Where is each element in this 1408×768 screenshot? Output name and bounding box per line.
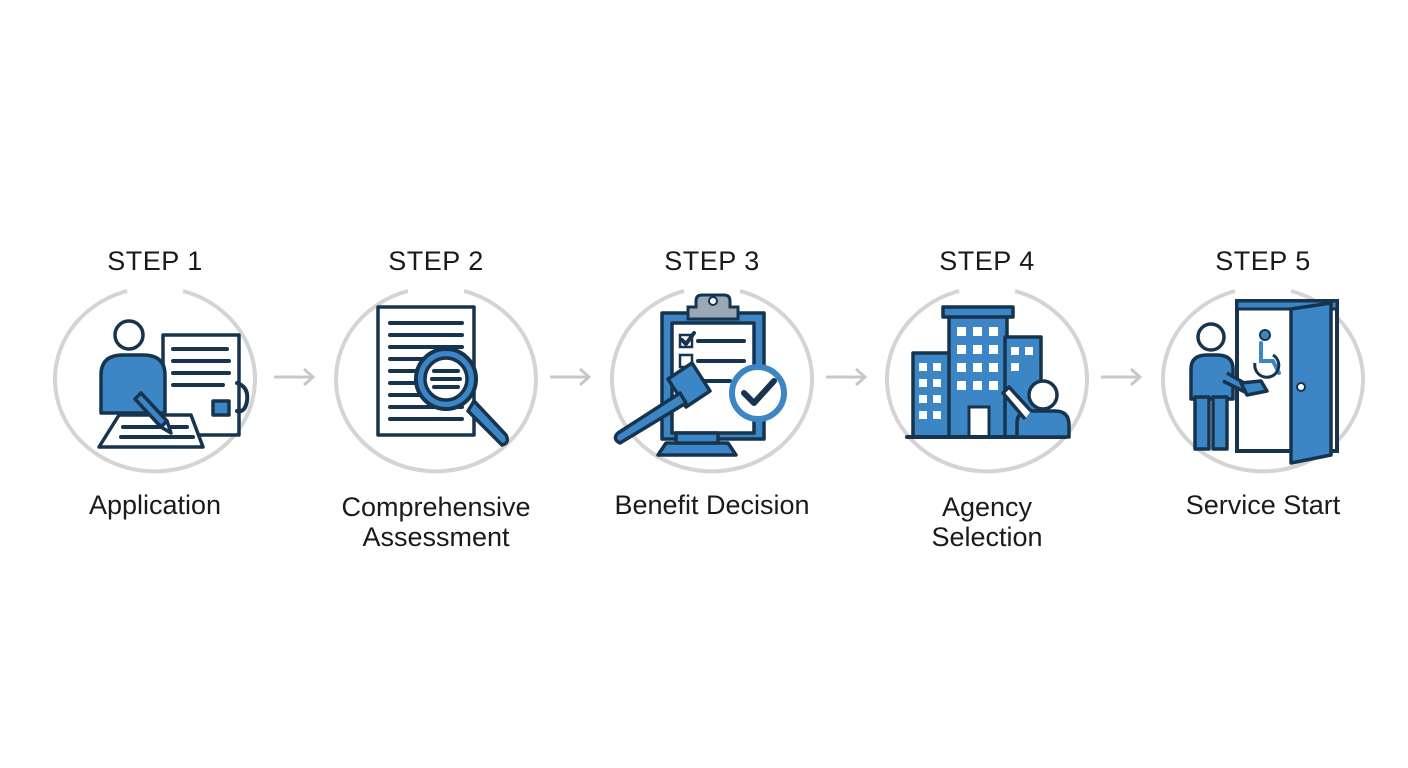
arrow-right-icon [270, 362, 320, 392]
caption-line: Service Start [1185, 490, 1341, 520]
open-door-icon [1161, 289, 1365, 474]
step-label: STEP 5 [1215, 246, 1311, 276]
step-label: STEP 2 [388, 246, 484, 276]
step-ring [885, 283, 1089, 475]
caption-line: Agency [941, 492, 1033, 522]
step-label: STEP 1 [107, 246, 203, 276]
step-ring [334, 283, 538, 475]
step-label: STEP 4 [939, 246, 1035, 276]
document-magnifier-icon [334, 289, 538, 474]
caption-line: Application [88, 490, 222, 520]
agency-building-icon [885, 289, 1089, 474]
caption-line: Comprehensive [341, 492, 531, 522]
caption-line: Assessment [362, 522, 510, 552]
step-caption: Comprehensive Assessment [306, 492, 566, 552]
caption-line: Benefit Decision [614, 490, 810, 520]
step-ring [53, 283, 257, 475]
step-ring [610, 283, 814, 475]
step-label: STEP 3 [664, 246, 760, 276]
step-ring [1161, 283, 1365, 475]
step-caption: Benefit Decision [582, 490, 842, 520]
step-caption: Service Start [1133, 490, 1393, 520]
step-caption: Agency Selection [857, 492, 1117, 552]
arrow-right-icon [546, 362, 596, 392]
step-caption: Application [25, 490, 285, 520]
arrow-right-icon [1097, 362, 1147, 392]
caption-line: Selection [931, 522, 1043, 552]
arrow-right-icon [822, 362, 872, 392]
clipboard-gavel-icon [610, 289, 814, 474]
application-form-icon [53, 289, 257, 474]
